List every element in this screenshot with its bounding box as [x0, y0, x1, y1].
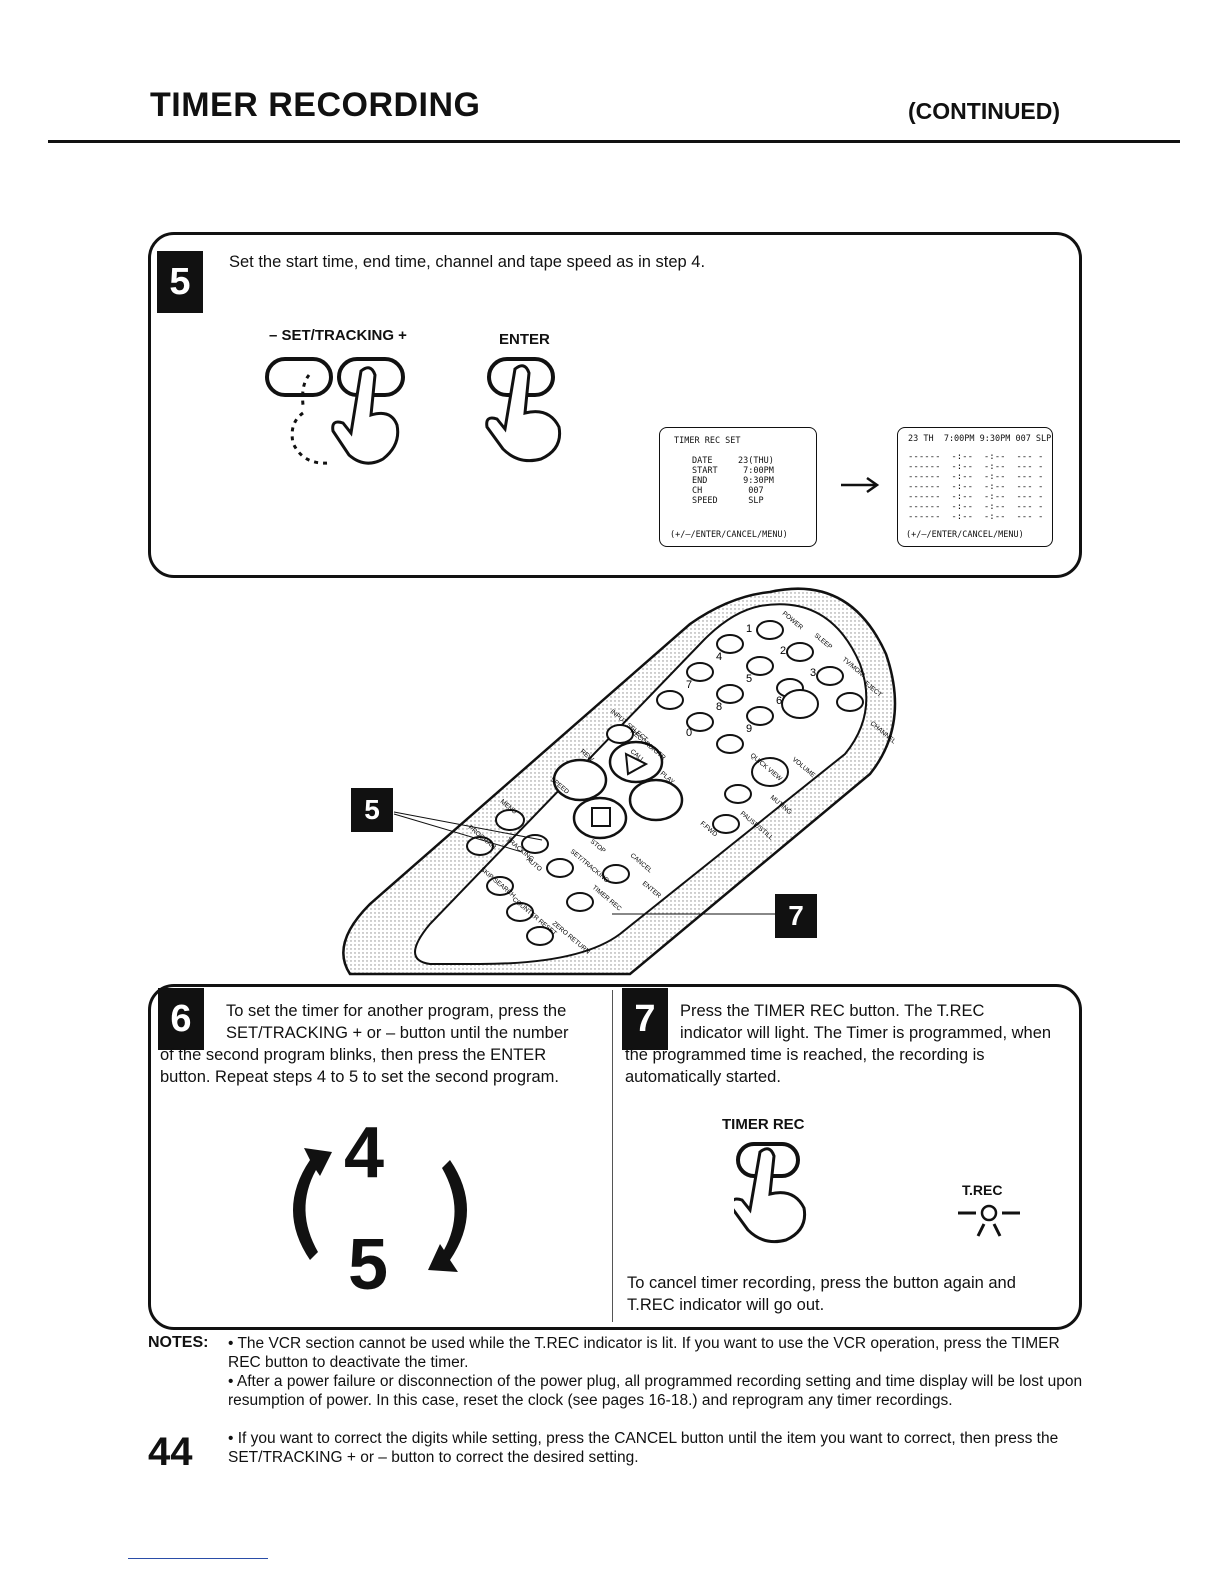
remote-digit-4: 4	[716, 651, 722, 663]
osd2-footer: (+/–/ENTER/CANCEL/MENU)	[906, 530, 1024, 540]
remote-digit-7: 7	[686, 679, 692, 691]
remote-control-illustration: POWERSLEEPTV/MONIEJECTCHANNELVOLUMEMUTIN…	[342, 587, 897, 976]
step-7-number: 7	[622, 988, 668, 1050]
callout-7: 7	[775, 894, 817, 938]
osd-row-end: END 9:30PM	[692, 476, 774, 486]
note-2: • After a power failure or disconnection…	[228, 1373, 1083, 1409]
osd-footer: (+/–/ENTER/CANCEL/MENU)	[670, 530, 788, 540]
osd-row-ch: CH 007	[692, 486, 764, 496]
remote-digit-5: 5	[746, 673, 752, 685]
continued-label: (CONTINUED)	[908, 98, 1061, 124]
step-6-number: 6	[158, 988, 204, 1050]
remote-digit-6: 6	[776, 695, 782, 707]
trec-label: T.REC	[962, 1182, 1003, 1198]
cycle-arrows-icon	[293, 1148, 467, 1272]
notes-label: NOTES:	[148, 1334, 209, 1351]
remote-digit-3: 3	[810, 667, 816, 679]
step-7-line-2: indicator will light. The Timer is progr…	[680, 1024, 1052, 1042]
remote-digit-0: 0	[686, 727, 692, 739]
osd-row-speed: SPEED SLP	[692, 496, 764, 506]
note-1: • The VCR section cannot be used while t…	[228, 1335, 1060, 1371]
remote-digit-9: 9	[746, 723, 752, 735]
enter-hand-icon	[485, 357, 562, 463]
timer-rec-hand-icon	[734, 1142, 807, 1244]
program-list-screen: 23 TH 7:00PM 9:30PM 007 SLP ------ -:-- …	[897, 427, 1053, 547]
set-tracking-label: – SET/TRACKING +	[269, 327, 407, 344]
osd2-top: 23 TH 7:00PM 9:30PM 007 SLP	[908, 434, 1052, 444]
trec-indicator-icon	[958, 1204, 1020, 1237]
osd-row-date: DATE 23(THU)	[692, 456, 774, 466]
step-5-text: Set the start time, end time, channel an…	[229, 253, 706, 271]
cancel-line-1: To cancel timer recording, press the but…	[627, 1274, 1016, 1292]
cycle-number-4: 4	[344, 1113, 385, 1193]
step-divider	[612, 990, 613, 1322]
step-5-number: 5	[157, 251, 203, 313]
timer-rec-set-screen: TIMER REC SET DATE 23(THU) START 7:00PM …	[659, 427, 817, 547]
callout-5: 5	[351, 788, 393, 832]
page-number: 44	[148, 1430, 193, 1474]
set-tracking-hand-icon	[265, 357, 405, 465]
step-6-line-4: button. Repeat steps 4 to 5 to set the s…	[160, 1068, 559, 1086]
step-7-line-3: the programmed time is reached, the reco…	[625, 1046, 985, 1064]
osd-title: TIMER REC SET	[674, 436, 741, 446]
osd-row-start: START 7:00PM	[692, 466, 774, 476]
page-title: TIMER RECORDING	[150, 86, 481, 124]
note-3: • If you want to correct the digits whil…	[228, 1430, 1059, 1466]
step-5-box: 5 Set the start time, end time, channel …	[148, 232, 1082, 578]
enter-label: ENTER	[499, 331, 550, 348]
callout-lines	[393, 811, 775, 915]
remote-digit-8: 8	[716, 701, 722, 713]
remote-digit-2: 2	[780, 645, 786, 657]
steps-6-7-box	[148, 984, 1082, 1330]
step-6-line-2: SET/TRACKING + or – button until the num…	[226, 1024, 569, 1042]
step-6-line-1: To set the timer for another program, pr…	[226, 1002, 567, 1020]
cycle-number-5: 5	[348, 1225, 389, 1305]
step-7-line-4: automatically started.	[625, 1068, 781, 1086]
step-6-line-3: of the second program blinks, then press…	[160, 1046, 547, 1064]
step-7-line-1: Press the TIMER REC button. The T.REC	[680, 1002, 985, 1020]
header-rule	[48, 140, 1180, 143]
remote-digit-1: 1	[746, 623, 752, 635]
cancel-line-2: T.REC indicator will go out.	[627, 1296, 825, 1314]
timer-rec-label: TIMER REC	[722, 1116, 805, 1133]
right-arrow-icon	[841, 476, 880, 494]
footer-line	[128, 1558, 268, 1559]
